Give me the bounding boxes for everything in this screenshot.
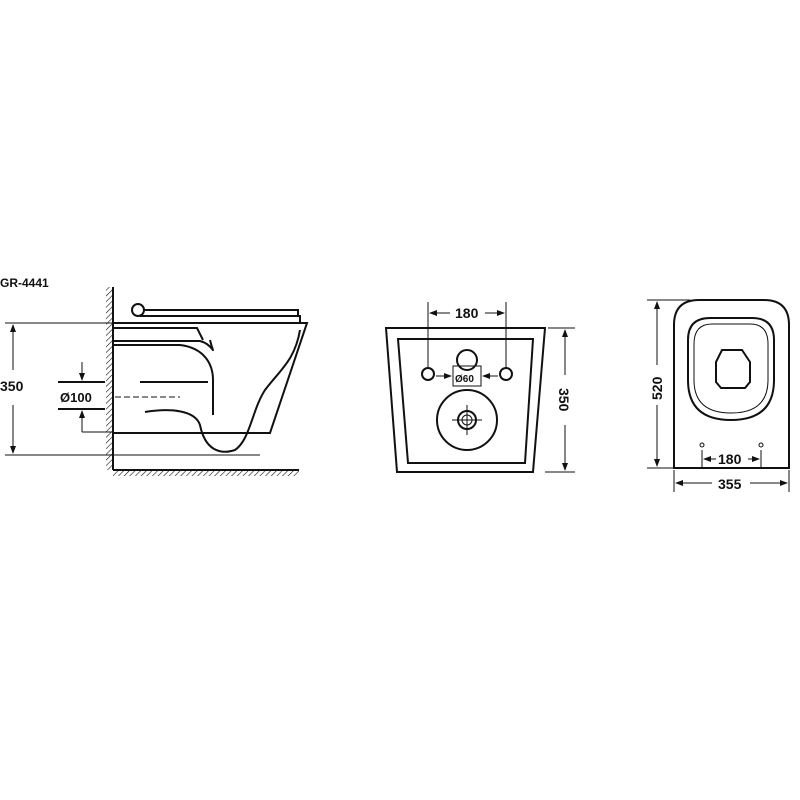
- water-inlet: [456, 349, 478, 371]
- side-height-label: 350: [0, 378, 24, 394]
- wall-hatch: [106, 287, 113, 470]
- bowl-outline: [113, 322, 309, 434]
- rear-view: Ø60 180 350: [384, 302, 575, 473]
- bolt-left: [699, 442, 705, 448]
- bolt-right: [758, 442, 764, 448]
- floor-hatch: [113, 470, 299, 476]
- bolt-hole-right: [499, 367, 513, 381]
- trap-path: [144, 329, 301, 453]
- top-bolt-spacing-label: 180: [718, 451, 742, 467]
- top-length-label: 520: [649, 376, 665, 400]
- bolt-hole-left: [421, 367, 435, 381]
- side-view: 350 Ø100: [0, 287, 309, 476]
- top-view: 180 520 355: [647, 299, 790, 492]
- top-width-label: 355: [718, 476, 742, 492]
- seat-hinge: [131, 303, 145, 317]
- inlet-diameter-label: Ø60: [455, 374, 474, 385]
- top-outline: [673, 299, 790, 469]
- rear-height-label: 350: [556, 388, 572, 412]
- pipe-diameter-label: Ø100: [60, 390, 92, 405]
- seat-inner: [693, 323, 769, 414]
- flush-channel: [113, 344, 214, 415]
- seat-lid: [140, 309, 301, 323]
- rim-channel: [113, 327, 214, 352]
- seat-outer: [687, 317, 775, 422]
- outer-outline: [384, 327, 547, 473]
- inlet-label-box: [452, 365, 482, 387]
- bowl-opening: [715, 349, 751, 389]
- inner-outline: [396, 338, 535, 464]
- model-label: GR-4441: [0, 276, 49, 290]
- outlet-circle: [436, 389, 498, 451]
- rear-bolt-spacing-label: 180: [455, 305, 479, 321]
